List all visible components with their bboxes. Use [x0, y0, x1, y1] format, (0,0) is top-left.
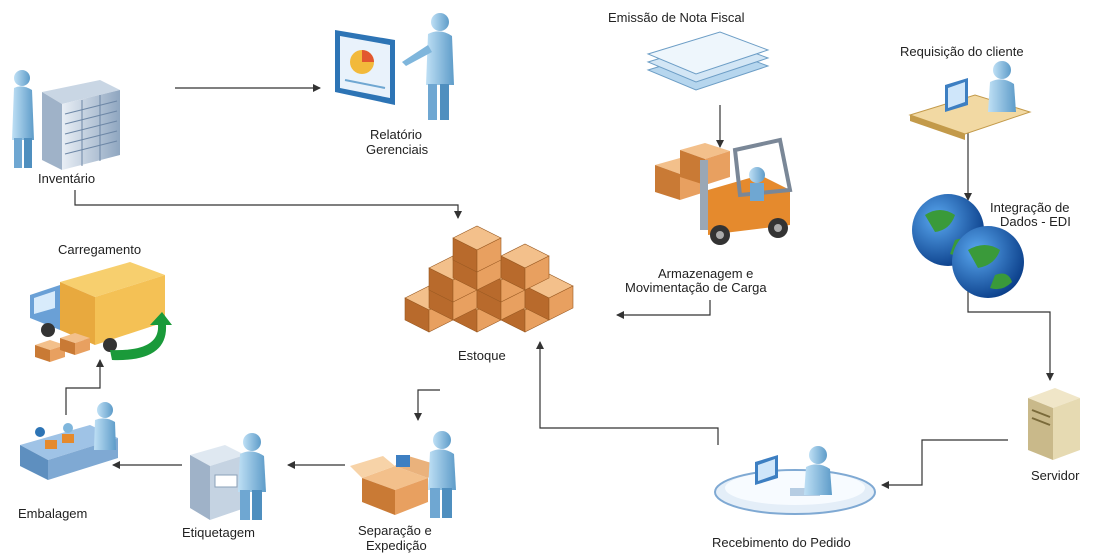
person-figure: [402, 13, 454, 120]
embalagem-icon: [20, 402, 118, 480]
label-requisicao: Requisição do cliente: [900, 44, 1024, 59]
arrow-integracao-servidor: [967, 285, 1054, 381]
label-separacao-line1: Separação e: [358, 523, 432, 538]
arrow-inventario-estoque: [74, 190, 462, 219]
label-relatorio-line2: Gerenciais: [366, 142, 429, 157]
recebimento-icon: [714, 446, 876, 515]
arrow-embalagem-carregamento: [65, 359, 104, 415]
connectors: [65, 84, 1054, 489]
label-relatorio-line1: Relatório: [370, 127, 423, 142]
label-servidor: Servidor: [1031, 468, 1080, 483]
carga-boxes: [655, 143, 730, 200]
label-separacao-line2: Expedição: [366, 538, 427, 553]
label-armazenagem-line1: Armazenagem e: [658, 266, 754, 281]
estoque-icon: [404, 225, 574, 333]
label-integracao-line2: Dados - EDI: [1000, 214, 1071, 229]
requisicao-icon: [908, 61, 1032, 140]
label-inventario: Inventário: [38, 171, 96, 186]
arrow-estoque-separacao: [414, 389, 440, 421]
label-armazenagem-line2: Movimentação de Carga: [625, 280, 767, 295]
servidor-icon: [1028, 388, 1080, 460]
separacao-icon: [350, 431, 456, 518]
label-integracao-line1: Integração de: [990, 200, 1070, 215]
carregamento-icon: [30, 262, 172, 362]
server-racks: [42, 80, 120, 170]
arrow-recebimento-estoque: [536, 341, 719, 445]
person-figure: [12, 70, 34, 168]
stock-box: [452, 225, 502, 273]
label-recebimento: Recebimento do Pedido: [712, 535, 851, 550]
label-emissao: Emissão de Nota Fiscal: [608, 10, 745, 25]
arrow-servidor-recebimento: [881, 439, 1008, 489]
integracao-icon: [912, 194, 1024, 298]
label-embalagem: Embalagem: [18, 506, 88, 521]
green-loading-arrow: [110, 312, 172, 361]
etiquetagem-icon: [190, 433, 266, 520]
label-carregamento: Carregamento: [58, 242, 142, 257]
emissao-icon: [646, 31, 770, 91]
arrow-armazenagem-estoque: [616, 300, 711, 319]
inventario-icon: [12, 70, 120, 170]
armazenagem-icon: [655, 137, 793, 245]
relatorio-icon: [335, 13, 454, 120]
stock-box: [500, 243, 550, 291]
label-etiquetagem: Etiquetagem: [182, 525, 255, 540]
label-estoque: Estoque: [458, 348, 506, 363]
loading-boxes: [35, 333, 90, 362]
